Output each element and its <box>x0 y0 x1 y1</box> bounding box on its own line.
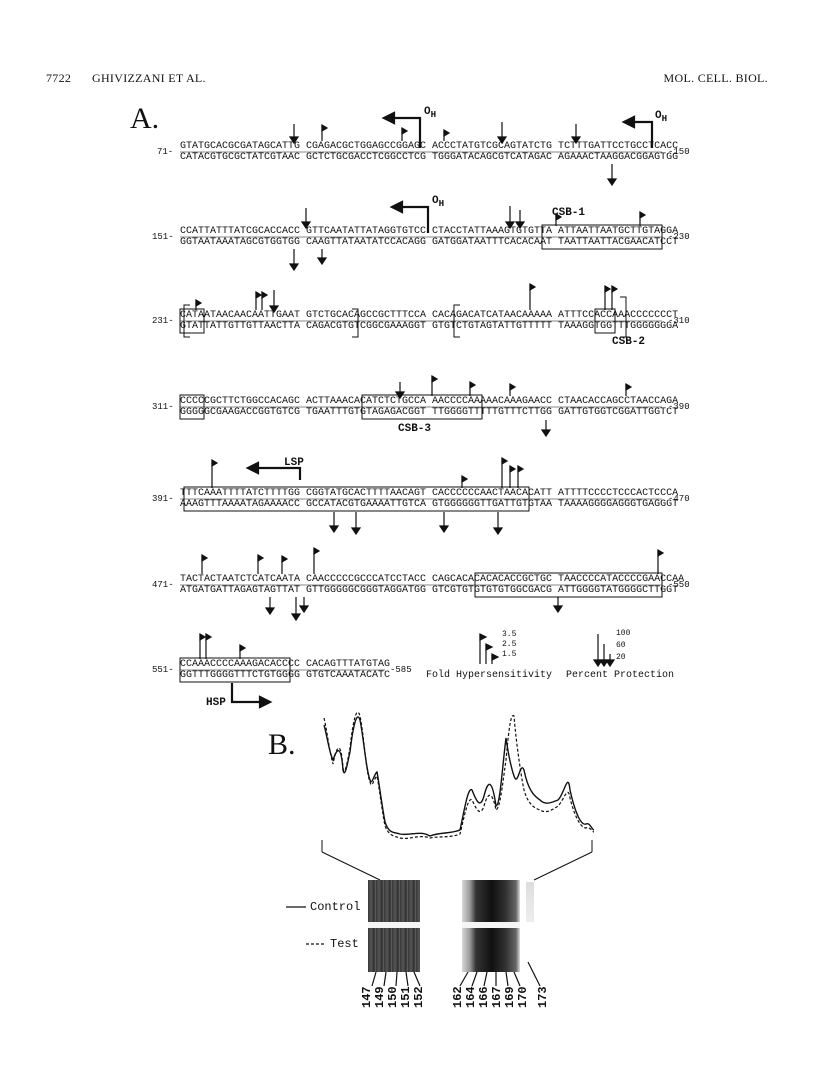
sequence-bottom-strand: CATACGTGCGCTATCGTAAC GCTCTGCGACCTCGGCCTC… <box>180 152 679 163</box>
lane-label: 164 <box>464 986 478 1008</box>
control-legend-label: Control <box>310 900 361 914</box>
lane-label: 167 <box>490 986 504 1008</box>
sequence-top-strand: CCAAACCCCAAAGACACCCC CACAGTTTATGTAG <box>180 659 391 670</box>
sequence-bottom-strand: GGGGGCGAAGACCGGTGTCG TGAATTTGTGTAGAGACGG… <box>180 407 679 418</box>
row-end-number: -550 <box>668 580 690 590</box>
row-start-number: 311- <box>152 402 174 412</box>
hypersensitivity-legend-label: Fold Hypersensitivity <box>426 670 553 681</box>
lane-label: 170 <box>516 986 530 1008</box>
lane-label: 173 <box>536 986 550 1008</box>
lane-label: 151 <box>399 986 413 1008</box>
sequence-bottom-strand: GTATTATTGTTGTTAACTTA CAGACGTGTCGGCGAAAGG… <box>180 321 679 332</box>
lsp-label: LSP <box>284 457 304 469</box>
lane-label: 147 <box>360 986 374 1008</box>
lane-label: 166 <box>477 986 491 1008</box>
row-end-number: -390 <box>668 402 690 412</box>
sequence-top-strand: CATAATAACAACAATTGAAT GTCTGCACAGCCGCTTTCC… <box>180 310 679 321</box>
row-end-number: -470 <box>668 494 690 504</box>
sequence-top-strand: GTATGCACGCGATAGCATTG CGAGACGCTGGAGCCGGAG… <box>180 141 679 152</box>
csb3-label: CSB-3 <box>398 423 432 435</box>
sequence-top-strand: TACTACTAATCTCATCAATA CAACCCCCGCCCATCCTAC… <box>180 574 685 585</box>
sequence-top-strand: TTTCAAATTTTATCTTTTGG CGGTATGCACTTTTAACAG… <box>180 488 679 499</box>
sequence-top-strand: CCATTATTTATCGCACCACC GTTCAATATTATAGGTGTC… <box>180 226 679 237</box>
sequence-bottom-strand: GGTAATAAATAGCGTGGTGG CAAGTTATAATATCCACAG… <box>180 237 679 248</box>
panel-b-label: B. <box>268 728 296 761</box>
running-authors: GHIVIZZANI ET AL. <box>92 71 206 85</box>
row-end-number: -310 <box>668 316 690 326</box>
row-end-number: -230 <box>668 232 690 242</box>
hypersensitivity-scale: 3.5 2.5 1.5 <box>502 630 517 659</box>
panel-a-label: A. <box>130 102 160 135</box>
origin-h-label: OH <box>424 106 437 121</box>
sequence-top-strand: CCCCCGCTTCTGGCCACAGC ACTTAAACACATCTCTGCC… <box>180 396 679 407</box>
lane-label: 149 <box>373 986 387 1008</box>
gel-lane-faint <box>526 882 534 922</box>
gel-lanes-right <box>462 880 520 972</box>
journal-name: MOL. CELL. BIOL. <box>663 71 768 85</box>
lane-label: 152 <box>412 986 426 1008</box>
row-end-number: -585 <box>390 665 412 675</box>
origin-h-label: OH <box>655 110 668 125</box>
csb1-label: CSB-1 <box>552 207 586 219</box>
sequence-bottom-strand: AAAGTTTAAAATAGAAAACC GCCATACGTGAAAATTGTC… <box>180 499 679 510</box>
row-start-number: 71- <box>157 147 174 157</box>
row-start-number: 231- <box>152 316 174 326</box>
row-end-number: -150 <box>668 147 690 157</box>
row-start-number: 551- <box>152 665 174 675</box>
protection-legend-label: Percent Protection <box>566 670 675 681</box>
sequence-bottom-strand: ATGATGATTAGAGTAGTTAT GTTGGGGGCGGGTAGGATG… <box>180 585 679 596</box>
row-start-number: 391- <box>152 494 174 504</box>
row-start-number: 471- <box>152 580 174 590</box>
gel-lanes-left <box>368 880 420 972</box>
lane-label: 162 <box>451 986 465 1008</box>
origin-h-label: OH <box>432 195 445 210</box>
lane-label: 150 <box>386 986 400 1008</box>
row-start-number: 151- <box>152 232 174 242</box>
hsp-label: HSP <box>206 697 226 709</box>
csb2-label: CSB-2 <box>612 336 646 348</box>
protection-scale: 100 60 20 <box>616 629 631 662</box>
page-number: 7722 <box>46 71 72 85</box>
test-legend-label: Test <box>330 937 359 951</box>
sequence-bottom-strand: GGTTTGGGGTTTCTGTGGGG GTGTCAAATACATC <box>180 670 391 681</box>
lane-label: 169 <box>503 986 517 1008</box>
